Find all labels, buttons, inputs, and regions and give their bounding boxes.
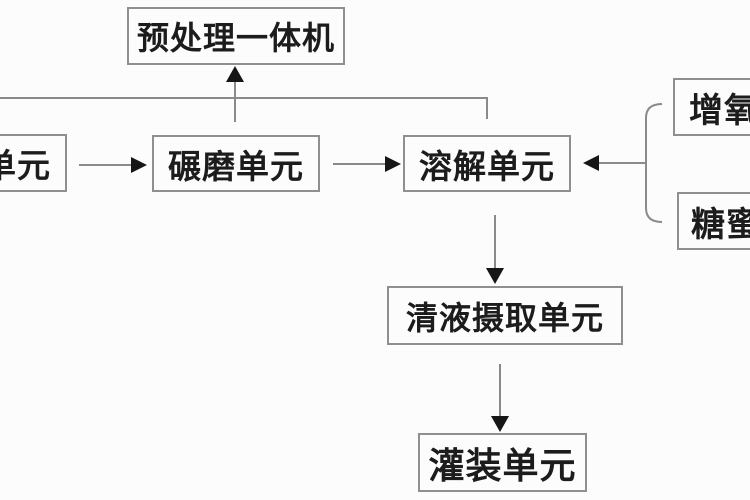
arrow-leftunit-to-grinding — [79, 157, 147, 173]
node-label: 增氧 — [689, 90, 750, 131]
node-label: 碾磨单元 — [168, 146, 304, 186]
node-label: 预处理一体机 — [136, 19, 335, 57]
node-molasses-clipped: 糖蜜 — [677, 192, 750, 250]
node-label: 溶解单元 — [419, 146, 555, 186]
node-label: 灌装单元 — [428, 444, 577, 487]
arrow-left-icon — [583, 155, 599, 171]
node-label: 单元 — [0, 146, 51, 185]
node-label: 糖蜜 — [691, 204, 750, 245]
arrow-grinding-to-dissolving — [333, 156, 401, 172]
node-grinding-unit: 碾磨单元 — [152, 135, 320, 192]
node-pretreatment-machine: 预处理一体机 — [127, 7, 345, 65]
node-oxygen-clipped: 增氧 — [673, 78, 750, 136]
connector-bracket-inputs — [583, 103, 663, 223]
arrow-up-icon — [226, 66, 244, 82]
arrow-right-icon — [131, 157, 147, 173]
arrow-clearliquid-to-filling — [491, 364, 509, 432]
node-dissolving-unit: 溶解单元 — [403, 135, 571, 192]
arrow-down-icon — [486, 268, 504, 284]
node-left-unit-clipped: 单元 — [0, 134, 67, 192]
node-clear-liquid-extraction-unit: 清液摄取单元 — [387, 286, 623, 345]
node-label: 清液摄取单元 — [405, 298, 604, 337]
node-filling-unit: 灌装单元 — [418, 433, 587, 492]
connector-bus-line — [0, 97, 488, 119]
arrow-up-to-pretreatment — [226, 66, 244, 122]
arrow-down-icon — [491, 416, 509, 432]
arrow-right-icon — [385, 156, 401, 172]
arrow-dissolving-to-clearliquid — [486, 215, 504, 284]
